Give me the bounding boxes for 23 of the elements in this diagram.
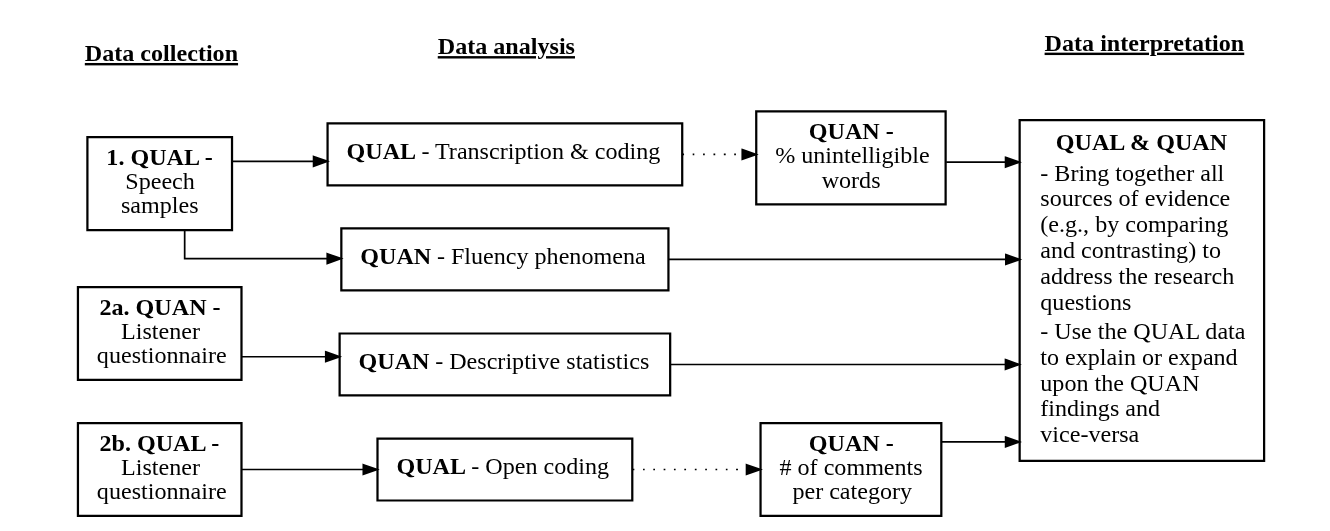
node-box: QUAL & QUAN - Bring together all sources of evidence (e.g., by comparing and contrasting) to address the research questions - Use the QUAL data to explain or expand upon the QUAN findings and vice-versa	[1018, 118, 1266, 462]
arrow	[631, 463, 763, 476]
arrow	[183, 229, 344, 265]
node-box: 2b. QUAL - Listener questionnaire	[76, 421, 243, 518]
label: Data interpretation	[1044, 29, 1245, 56]
node-box: QUAN - Fluency phenomena	[340, 227, 670, 292]
arrow	[668, 253, 1023, 266]
arrow	[240, 350, 343, 363]
node-box: 2a. QUAN - Listener questionnaire	[76, 285, 243, 382]
arrow	[669, 358, 1022, 371]
arrow	[940, 435, 1022, 448]
node-box: QUAN - % unintelligible words	[755, 110, 947, 206]
node-box: 1. QUAL - Speech samples	[86, 136, 234, 232]
arrow	[240, 463, 380, 476]
node-box: QUAL - Open coding	[376, 437, 634, 502]
arrow	[231, 155, 330, 168]
label: Data analysis	[437, 33, 575, 60]
node-box: QUAN - Descriptive statistics	[338, 332, 672, 397]
arrow	[945, 156, 1022, 169]
arrow	[681, 148, 759, 161]
label: Data collection	[84, 39, 239, 66]
node-box: QUAN - # of comments per category	[759, 421, 943, 518]
node-box: QUAL - Transcription & coding	[326, 122, 684, 187]
